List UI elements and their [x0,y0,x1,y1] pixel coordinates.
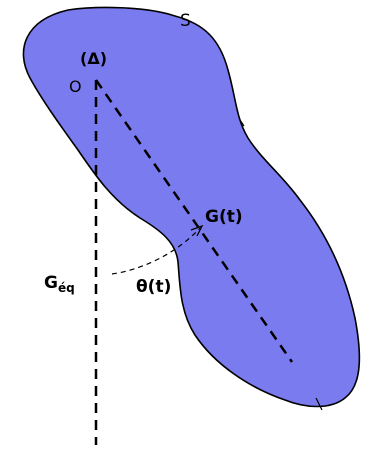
angle-arc [111,227,201,275]
angle-arrowhead [190,224,204,237]
axis-label: (Δ) [80,49,107,68]
outline-tick-top [239,119,245,127]
rigid-body-shape [22,6,361,408]
g-eq-label: Géq [44,273,75,295]
outline-tick-bottom [315,397,323,411]
pivot-label: O [69,77,82,96]
angle-label: θ(t) [136,277,171,297]
g-eq-subscript: éq [58,281,75,295]
pendulum-arm-line [94,79,294,363]
g-moving-label: G(t) [205,207,243,227]
surface-label: S [180,11,191,31]
g-eq-main: G [44,273,58,293]
